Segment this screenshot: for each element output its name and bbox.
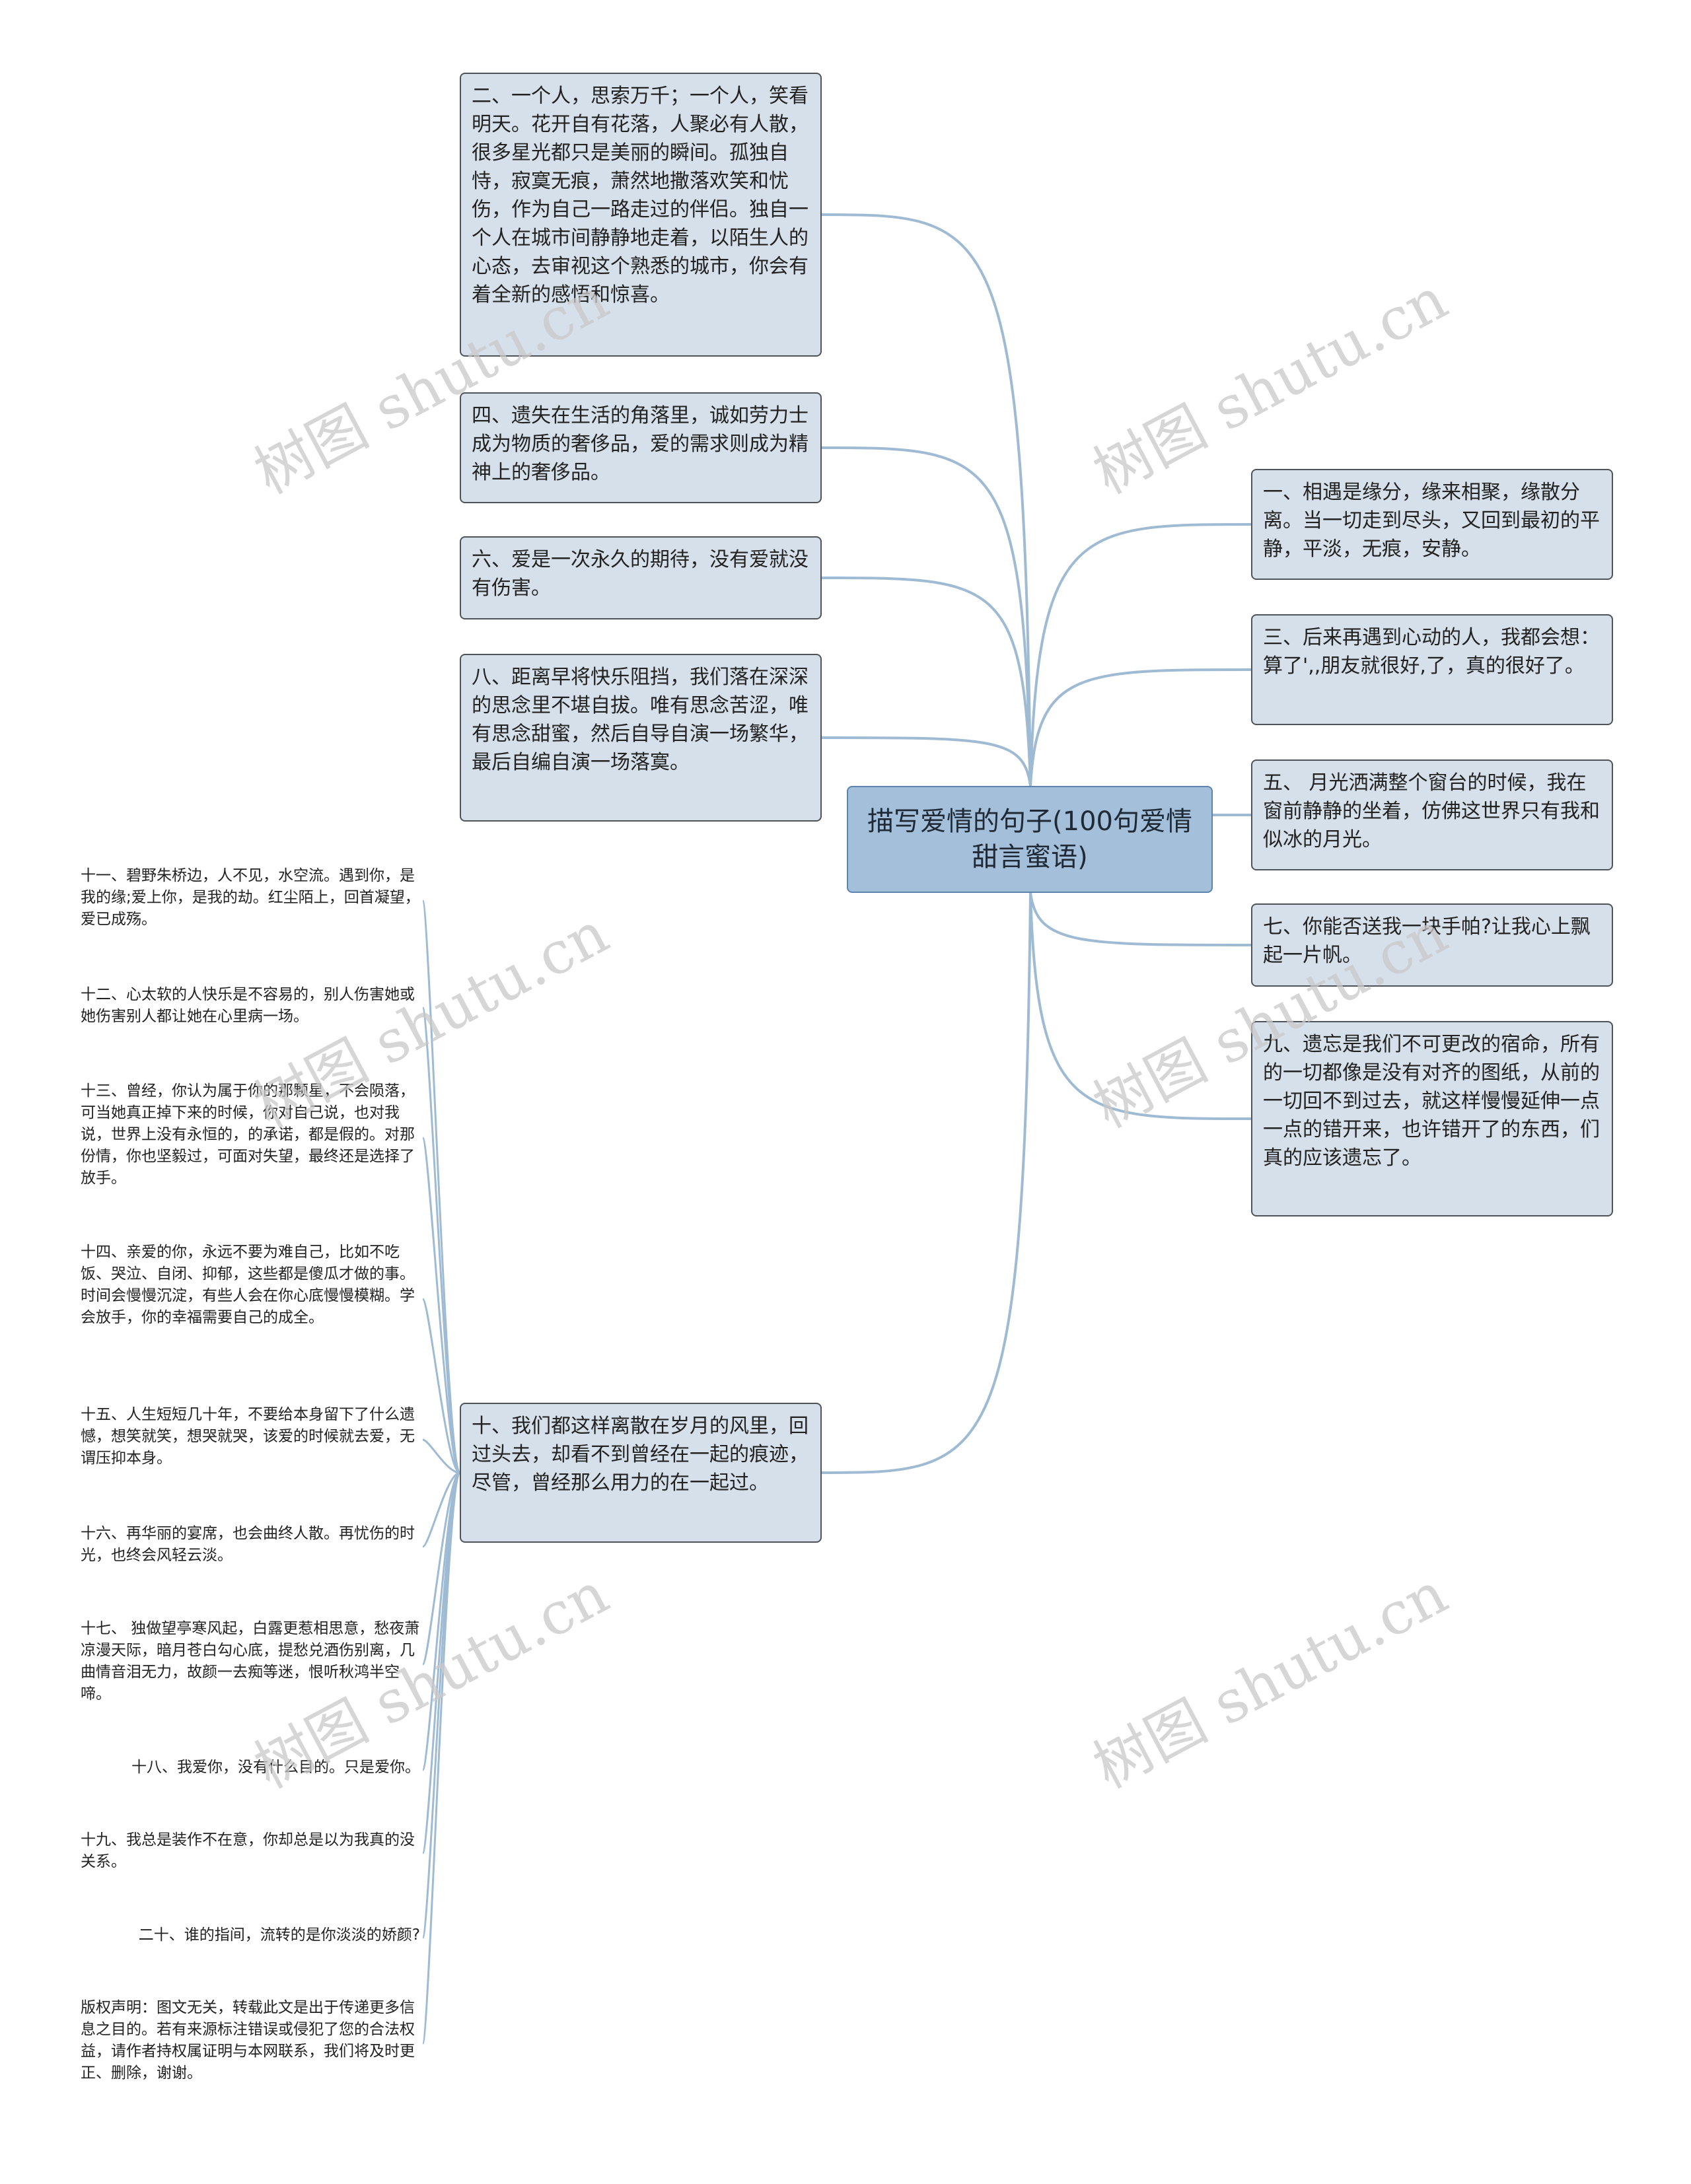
leaf-fifteen[interactable]: 十五、人生短短几十年，不要给本身留下了什么遗憾，想笑就笑，想哭就哭，该爱的时候就… [81,1406,415,1467]
leaf-twenty[interactable]: 二十、谁的指间，流转的是你淡淡的娇颜? [138,1926,420,1944]
connector-left-3 [821,736,1032,787]
connector-leaf-5 [422,1471,460,1548]
leaf-eighteen[interactable]: 十八、我爱你，没有什么目的。只是爱你。 [131,1759,420,1776]
branch-two[interactable]: 二、一个人，思索万千；一个人，笑看明天。花开自有花落，人聚必有人散，很多星光都只… [460,73,822,357]
connector-right-0 [1029,523,1252,787]
connector-leaf-1 [421,1006,461,1474]
connector-leaf-3 [421,1298,460,1474]
connector-left-0 [821,213,1032,787]
branch-four[interactable]: 四、遗失在生活的角落里，诚如劳力士成为物质的奢侈品，爱的需求则成为精神上的奢侈品… [460,392,822,503]
connector-right-4 [1029,892,1252,1120]
leaf-fourteen[interactable]: 十四、亲爱的你，永远不要为难自己，比如不吃饭、哭泣、自闭、抑郁，这些都是傻瓜才做… [81,1244,415,1326]
connector-leaf-2 [421,1137,461,1474]
leaf-thirteen[interactable]: 十三、曾经，你认为属于你的那颗星，不会陨落，可当她真正掉下来的时候，你对自己说，… [81,1082,415,1187]
leaf-seventeen[interactable]: 十七、 独做望亭寒风起，白露更惹相思意，愁夜萧凉漫天际，暗月苍白勾心底，提愁兑酒… [81,1620,420,1703]
root-topic[interactable]: 描写爱情的句子(100句爱情甜言蜜语) [847,786,1213,893]
leaf-copyright[interactable]: 版权声明：图文无关，转载此文是出于传递更多信息之目的。若有来源标注错误或侵犯了您… [81,1999,415,2082]
branch-ten[interactable]: 十、我们都这样离散在岁月的风里，回过头去，却看不到曾经在一起的痕迹，尽管，曾经那… [460,1403,822,1543]
branch-five[interactable]: 五、 月光洒满整个窗台的时候，我在窗前静静的坐着，仿佛这世界只有我和似冰的月光。 [1251,759,1613,870]
leaf-twelve[interactable]: 十二、心太软的人快乐是不容易的，别人伤害她或她伤害别人都让她在心里病一场。 [81,986,415,1025]
branch-six[interactable]: 六、爱是一次永久的期待，没有爱就没有伤害。 [460,536,822,619]
connector-leaf-6 [421,1471,461,1666]
connector-left-2 [821,577,1032,787]
connector-leaf-10 [421,1471,461,2045]
connector-right-3 [1029,892,1252,946]
branch-nine[interactable]: 九、遗忘是我们不可更改的宿命，所有的一切都像是没有对齐的图纸，从前的一切回不到过… [1251,1021,1613,1216]
leaf-sixteen[interactable]: 十六、再华丽的宴席，也会曲终人散。再忧伤的时光，也终会风轻云淡。 [81,1525,415,1564]
branch-one[interactable]: 一、相遇是缘分，缘来相聚，缘散分离。当一切走到尽头，又回到最初的平静，平淡，无痕… [1251,469,1613,580]
connector-leaf-4 [422,1438,460,1474]
connector-left-4 [821,892,1032,1474]
branch-eight[interactable]: 八、距离早将快乐阻挡，我们落在深深的思念里不堪自拔。唯有思念苦涩，唯有思念甜蜜，… [460,654,822,822]
leaf-nineteen[interactable]: 十九、我总是装作不在意，你却总是以为我真的没关系。 [81,1831,415,1870]
leaf-eleven[interactable]: 十一、碧野朱桥边，人不见，水空流。遇到你，是我的缘;爱上你，是我的劫。红尘陌上，… [81,867,420,928]
branch-three[interactable]: 三、后来再遇到心动的人，我都会想：算了',,朋友就很好,了，真的很好了。 [1251,614,1613,725]
connector-left-1 [821,446,1032,787]
branch-seven[interactable]: 七、你能否送我一块手帕?让我心上飘起一片帆。 [1251,903,1613,987]
connector-right-1 [1029,668,1252,787]
